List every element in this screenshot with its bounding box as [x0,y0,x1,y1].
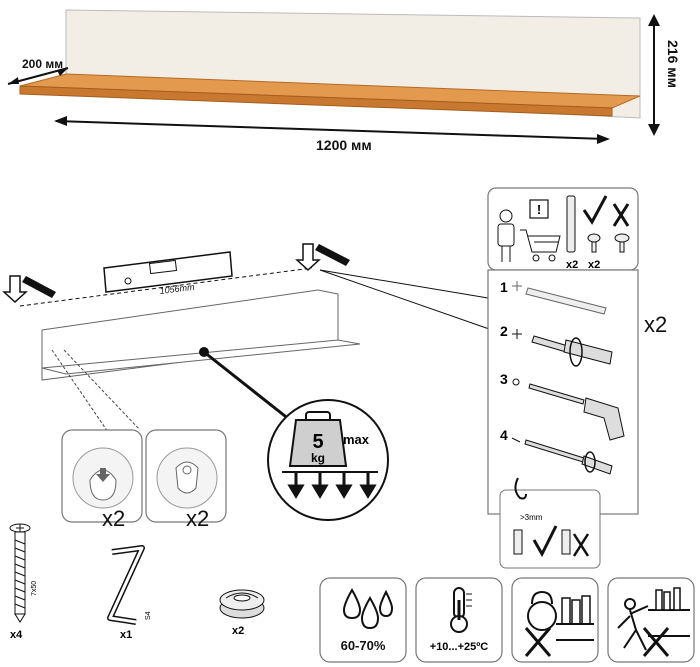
width-arrow-left [54,116,67,126]
depth-arrow-right [57,68,68,76]
warning-icon: ! [529,199,549,219]
person-icon [497,209,515,262]
washer-icon [219,589,265,619]
svg-text:!: ! [537,202,541,217]
spacing-label: 1056mm [159,282,195,296]
down-arrows-icon [287,472,377,499]
conditions-row: 60-70% +10...+25ºC [319,577,695,663]
mount-shelf-top [41,339,361,375]
hex-key-count: x1 [120,629,132,641]
bracket-left-count: x2 [102,506,125,531]
hammer-icon [512,378,625,441]
hook-icon [514,477,527,500]
hardware-list: x4 7x50 x1 S4 x2 [9,523,265,641]
load-max-label: max [343,432,370,447]
shelves-icon [648,587,690,637]
gap-label: >3mm [520,513,543,522]
prohibited-cross-climb-icon [642,627,670,657]
cross-icon [612,203,630,227]
bracket-callout-right: x2 [145,429,227,531]
steps-callout-line-2 [319,269,493,331]
tools-screw-count: x2 [566,259,578,271]
wall-mounting-drawing: 1056mm [2,243,493,433]
check-small-icon [532,525,558,558]
height-arrow-bottom [648,124,660,136]
cart-icon [520,229,561,262]
bracket-callout-left: x2 [61,429,143,531]
load-callout-line [203,350,291,422]
humidity-card: 60-70% [319,577,407,663]
screw-icon [9,523,31,623]
step-number-4: 4 [500,427,508,443]
step-number-3: 3 [500,371,508,387]
mount-shelf-back [41,289,339,381]
shelf-wood-edge [19,85,613,117]
gap-detail: >3mm [499,477,601,569]
depth-arrow-left [8,77,19,84]
width-arrow-right [597,134,610,144]
shelf-product-drawing: 200 мм 216 мм 1200 мм [7,9,681,153]
bracket-right-count: x2 [186,506,209,531]
steps-box [487,269,639,515]
height-arrow-top [648,14,660,26]
screw-count: x4 [10,629,23,641]
temperature-value: +10...+25ºC [430,641,489,653]
kettlebell-icon [527,590,557,631]
temperature-card: +10...+25ºC [415,577,503,663]
books-icon [556,595,594,641]
keyhole-icon [96,468,110,482]
screwdriver-icon [511,437,613,475]
height-label: 216 мм [665,40,681,88]
humidity-value: 60-70% [341,638,386,653]
callout-line-left [51,349,109,433]
spacing-dashed-line [19,267,313,307]
tools-dowel-count: x2 [588,259,600,271]
down-arrow-icon-left [2,275,56,304]
screw-head-icons [587,233,630,253]
dowel-icon [566,195,576,253]
weight-icon [288,411,348,467]
spirit-level-icon [103,251,233,293]
width-dimension-line [55,120,607,140]
max-load-callout: 5 kg max [267,399,389,521]
steps-multiplier: x2 [644,312,667,337]
steps-callout-line-1 [319,269,489,299]
width-label: 1200 мм [316,137,372,153]
thermometer-icon [450,587,472,633]
no-climbing-card [607,577,695,663]
load-value: 5 [312,431,323,453]
mounting-steps-panel: ! x2 x2 1 2 [487,187,667,569]
step-number-2: 2 [500,323,508,339]
no-heavy-objects-card [511,577,599,663]
droplets-icon [342,587,394,630]
hex-key-size: S4 [145,611,152,620]
load-unit: kg [311,451,325,465]
prohibited-cross-icon [524,627,552,657]
callout-line-right [63,349,141,431]
climbing-person-icon [617,598,649,651]
cross-small-icon [572,533,590,557]
screw-size: 7x50 [31,581,38,596]
washer-count: x2 [232,625,244,637]
down-arrow-icon-right [295,243,350,272]
step-number-1: 1 [500,279,508,295]
depth-label: 200 мм [22,57,63,71]
check-icon [582,195,608,225]
pencil-icon [512,281,607,315]
drill-icon [512,329,613,367]
